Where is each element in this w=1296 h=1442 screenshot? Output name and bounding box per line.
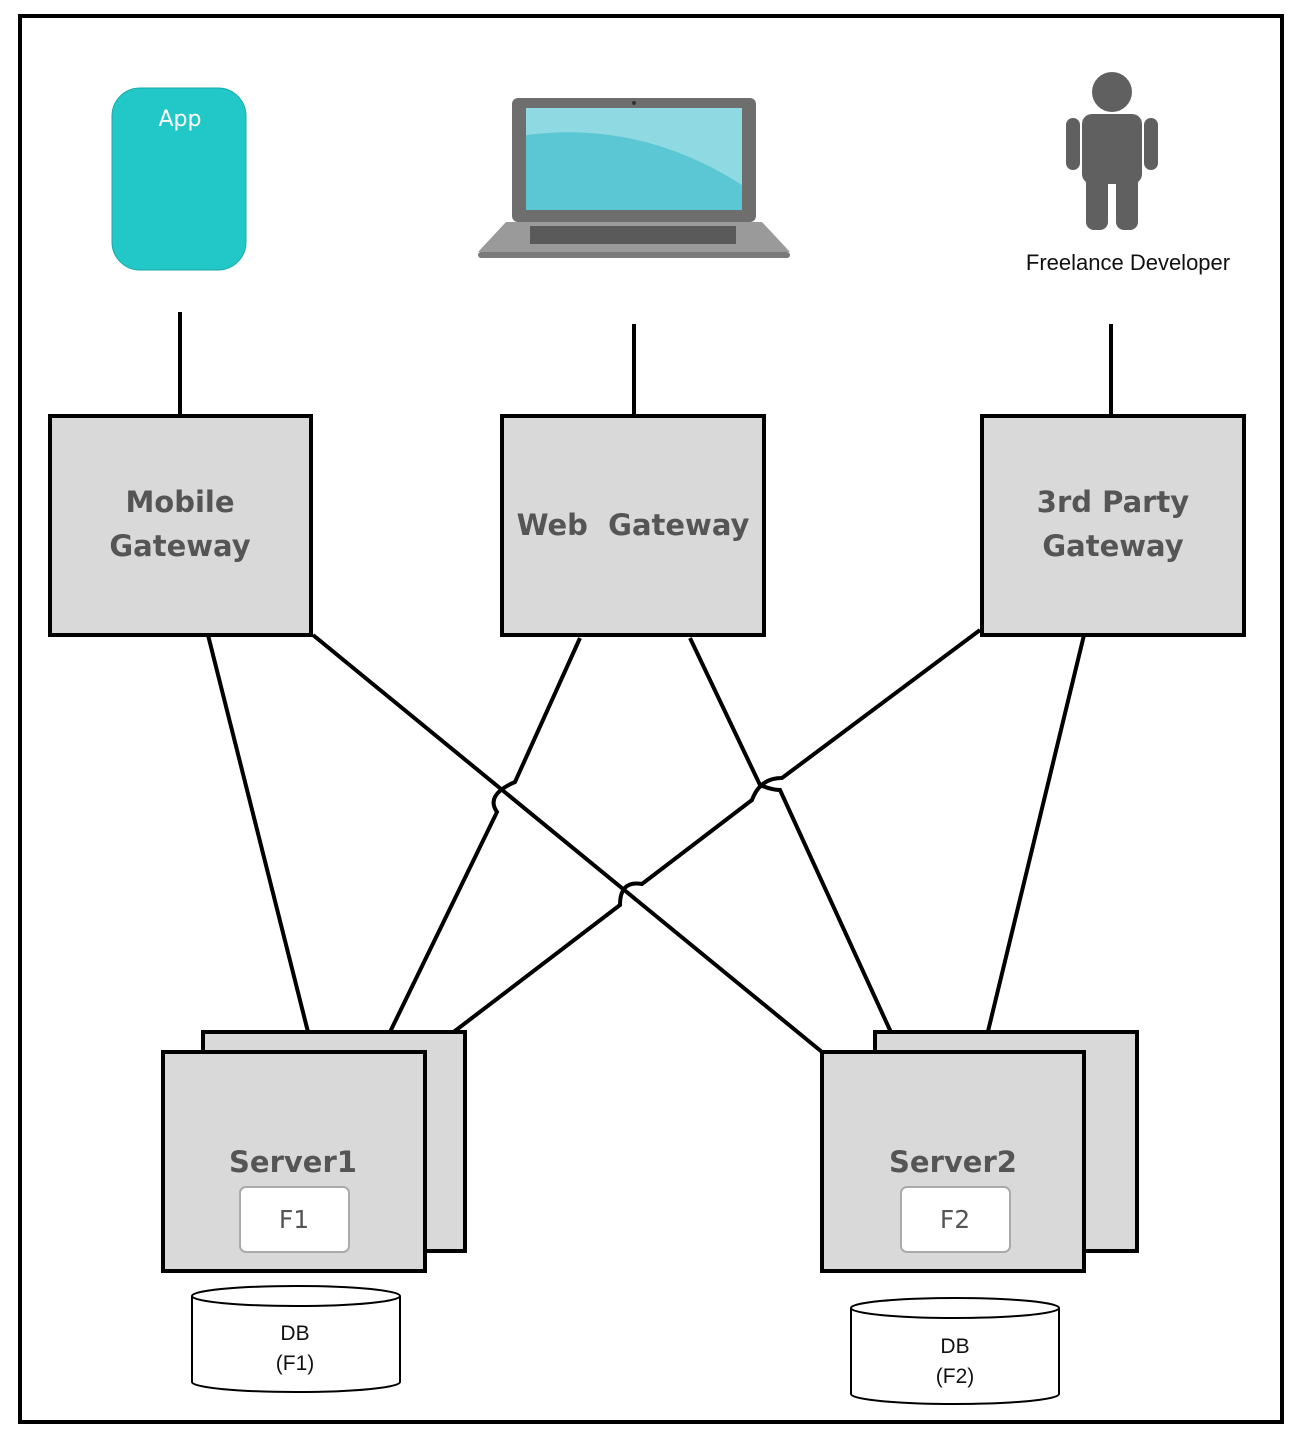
third-party-gateway-line2: Gateway [1042, 529, 1183, 563]
server2-module-label: F2 [940, 1205, 970, 1234]
laptop-icon [478, 98, 790, 258]
web-gateway-box: Web Gateway [500, 414, 766, 637]
mobile-gateway-box: Mobile Gateway [48, 414, 313, 637]
line-mobile-server1 [206, 634, 310, 1033]
server1-module-box [239, 1186, 350, 1253]
freelance-developer-label: Freelance Developer [1026, 250, 1230, 275]
line-mobile-server2 [311, 633, 824, 1054]
web-gateway-label: Web Gateway [517, 508, 750, 542]
server1-label: Server1 [229, 1145, 357, 1179]
server1-module-label: F1 [279, 1205, 309, 1234]
line-3rdparty-server2 [981, 634, 1086, 1053]
db-f1-line2: (F1) [276, 1352, 315, 1375]
mobile-app-icon: App [111, 87, 247, 271]
db-f2-line2: (F2) [936, 1365, 975, 1388]
db-f2-cylinder: DB (F2) [850, 1297, 1060, 1405]
server1-stack: Server1 F1 [161, 1030, 467, 1273]
mobile-gateway-line1: Mobile [125, 485, 234, 519]
person-icon [1066, 72, 1158, 230]
db-f2-line1: DB [940, 1335, 969, 1358]
third-party-gateway-box: 3rd Party Gateway [980, 414, 1246, 637]
server2-module-box [900, 1186, 1011, 1253]
third-party-gateway-line1: 3rd Party [1037, 485, 1190, 519]
db-f1-cylinder: DB (F1) [191, 1285, 401, 1393]
mobile-gateway-line2: Gateway [109, 529, 250, 563]
line-3rdparty-server1 [428, 628, 982, 1052]
db-f1-line1: DB [280, 1322, 309, 1345]
line-web-server1 [388, 637, 582, 1033]
server2-stack: Server2 F2 [820, 1030, 1139, 1273]
server2-label: Server2 [889, 1145, 1017, 1179]
app-label: App [159, 107, 202, 132]
connection-lines [206, 628, 1086, 1054]
